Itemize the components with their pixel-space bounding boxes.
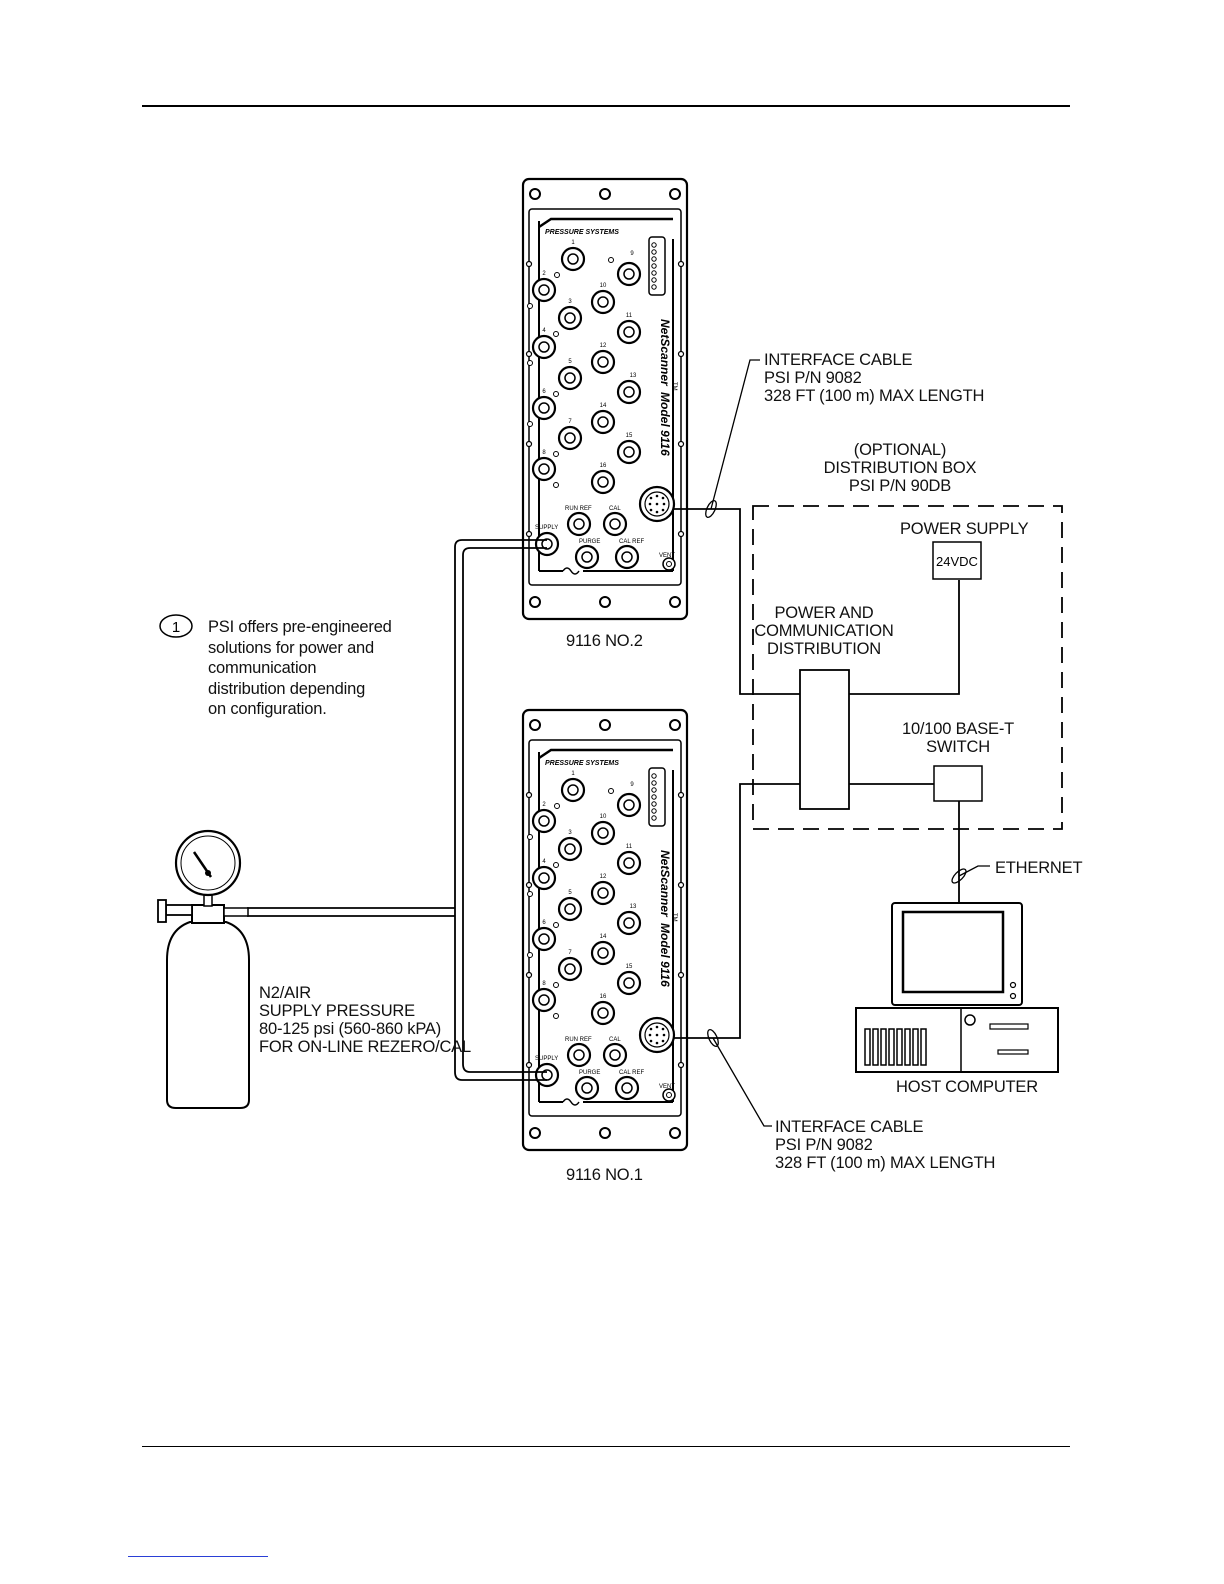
- svg-text:PURGE: PURGE: [579, 539, 600, 545]
- footnote-separator: [128, 1556, 268, 1557]
- svg-text:2: 2: [542, 802, 546, 808]
- scanner-bottom-label: 9116 NO.1: [566, 1166, 643, 1184]
- svg-text:16: 16: [600, 463, 607, 469]
- svg-text:7: 7: [568, 419, 572, 425]
- svg-text:SUPPLY: SUPPLY: [535, 525, 558, 531]
- svg-text:CAL REF: CAL REF: [619, 539, 644, 545]
- svg-text:15: 15: [626, 964, 633, 970]
- svg-text:6: 6: [542, 920, 546, 926]
- distribution-box-label: (OPTIONAL) DISTRIBUTION BOX PSI P/N 90DB: [823, 441, 977, 491]
- scanner-top-label: 9116 NO.2: [566, 632, 643, 650]
- switch-block: [933, 765, 983, 802]
- svg-text:9: 9: [630, 782, 634, 788]
- distribution-box-outline: [752, 505, 1063, 830]
- svg-text:10: 10: [600, 814, 607, 820]
- scanner-bottom-port-numbers: 1 2 3 4 5 6 7 8 9 10 11 12 13 14 15 16: [542, 771, 637, 1000]
- svg-text:3: 3: [568, 830, 572, 836]
- host-computer-label: HOST COMPUTER: [896, 1078, 1038, 1096]
- svg-text:11: 11: [626, 844, 633, 850]
- scanner-top-brand: PRESSURE SYSTEMS: [545, 229, 619, 236]
- power-comm-distribution-block: [799, 669, 850, 810]
- svg-text:6: 6: [542, 389, 546, 395]
- svg-text:RUN REF: RUN REF: [565, 1037, 592, 1043]
- note-text: PSI offers pre-engineered solutions for …: [208, 618, 392, 718]
- svg-text:14: 14: [600, 403, 607, 409]
- scanner-bottom-tm: TM: [671, 913, 677, 922]
- svg-text:1: 1: [571, 771, 575, 777]
- scanner-top-tm: TM: [671, 382, 677, 391]
- note-number-badge: [159, 614, 193, 638]
- header-rule: [142, 105, 1070, 107]
- scanner-bottom-model: Model 9116: [658, 923, 672, 987]
- scanner-bottom-port-labels: SUPPLY RUN REF CAL PURGE CAL REF VENT: [535, 1037, 675, 1090]
- gas-cylinder-icon: [157, 893, 250, 1109]
- switch-label: 10/100 BASE-T SWITCH: [901, 720, 1015, 756]
- power-supply-label: POWER SUPPLY: [900, 520, 1029, 538]
- interface-cable-top-label: INTERFACE CABLE PSI P/N 9082 328 FT (100…: [764, 351, 985, 405]
- pressure-gauge-icon: [174, 829, 242, 897]
- supply-pressure-label: N2/AIR SUPPLY PRESSURE 80-125 psi (560-8…: [259, 984, 471, 1056]
- svg-text:2: 2: [542, 271, 546, 277]
- scanner-bottom-brand: PRESSURE SYSTEMS: [545, 760, 619, 767]
- power-comm-distribution-label: POWER AND COMMUNICATION DISTRIBUTION: [754, 604, 894, 658]
- svg-text:7: 7: [568, 950, 572, 956]
- scanner-bottom: PRESSURE SYSTEMS NetScanner TM Model 911…: [521, 708, 689, 1152]
- svg-text:4: 4: [542, 328, 546, 334]
- svg-text:15: 15: [626, 433, 633, 439]
- scanner-bottom-product: NetScanner: [658, 850, 672, 918]
- svg-text:14: 14: [600, 934, 607, 940]
- scanner-top-port-labels: SUPPLY RUN REF CAL PURGE CAL REF VENT: [535, 506, 675, 559]
- power-supply-block: [932, 541, 982, 580]
- svg-text:VENT: VENT: [659, 553, 675, 559]
- svg-text:13: 13: [630, 373, 637, 379]
- svg-text:CAL: CAL: [609, 506, 621, 512]
- svg-text:9: 9: [630, 251, 634, 257]
- svg-text:12: 12: [600, 343, 607, 349]
- svg-text:8: 8: [542, 450, 546, 456]
- svg-text:8: 8: [542, 981, 546, 987]
- svg-text:CAL REF: CAL REF: [619, 1070, 644, 1076]
- power-supply-voltage: 24VDC: [936, 554, 978, 569]
- supply-tubing: [247, 539, 547, 1081]
- ethernet-label: ETHERNET: [995, 859, 1083, 877]
- svg-text:CAL: CAL: [609, 1037, 621, 1043]
- svg-text:1: 1: [571, 240, 575, 246]
- svg-text:PURGE: PURGE: [579, 1070, 600, 1076]
- svg-text:4: 4: [542, 859, 546, 865]
- note-number: 1: [172, 619, 180, 636]
- scanner-top-port-numbers: 1 2 3 4 5 6 7 8 9 10 11 12 13 14 15 16: [542, 240, 637, 469]
- svg-text:10: 10: [600, 283, 607, 289]
- scanner-top-product: NetScanner: [658, 319, 672, 387]
- svg-text:5: 5: [568, 359, 572, 365]
- svg-text:11: 11: [626, 313, 633, 319]
- footer-rule: [142, 1446, 1070, 1447]
- svg-text:5: 5: [568, 890, 572, 896]
- svg-text:13: 13: [630, 904, 637, 910]
- cable-leaders: [705, 359, 990, 1127]
- interface-cable-bottom-label: INTERFACE CABLE PSI P/N 9082 328 FT (100…: [775, 1118, 996, 1172]
- scanner-top: PRESSURE SYSTEMS NetScanner TM Model 911…: [521, 177, 689, 621]
- svg-text:RUN REF: RUN REF: [565, 506, 592, 512]
- svg-text:3: 3: [568, 299, 572, 305]
- svg-text:12: 12: [600, 874, 607, 880]
- svg-text:16: 16: [600, 994, 607, 1000]
- host-computer-icon: [855, 902, 1059, 1073]
- svg-text:SUPPLY: SUPPLY: [535, 1056, 558, 1062]
- scanner-top-model: Model 9116: [658, 392, 672, 456]
- svg-text:VENT: VENT: [659, 1084, 675, 1090]
